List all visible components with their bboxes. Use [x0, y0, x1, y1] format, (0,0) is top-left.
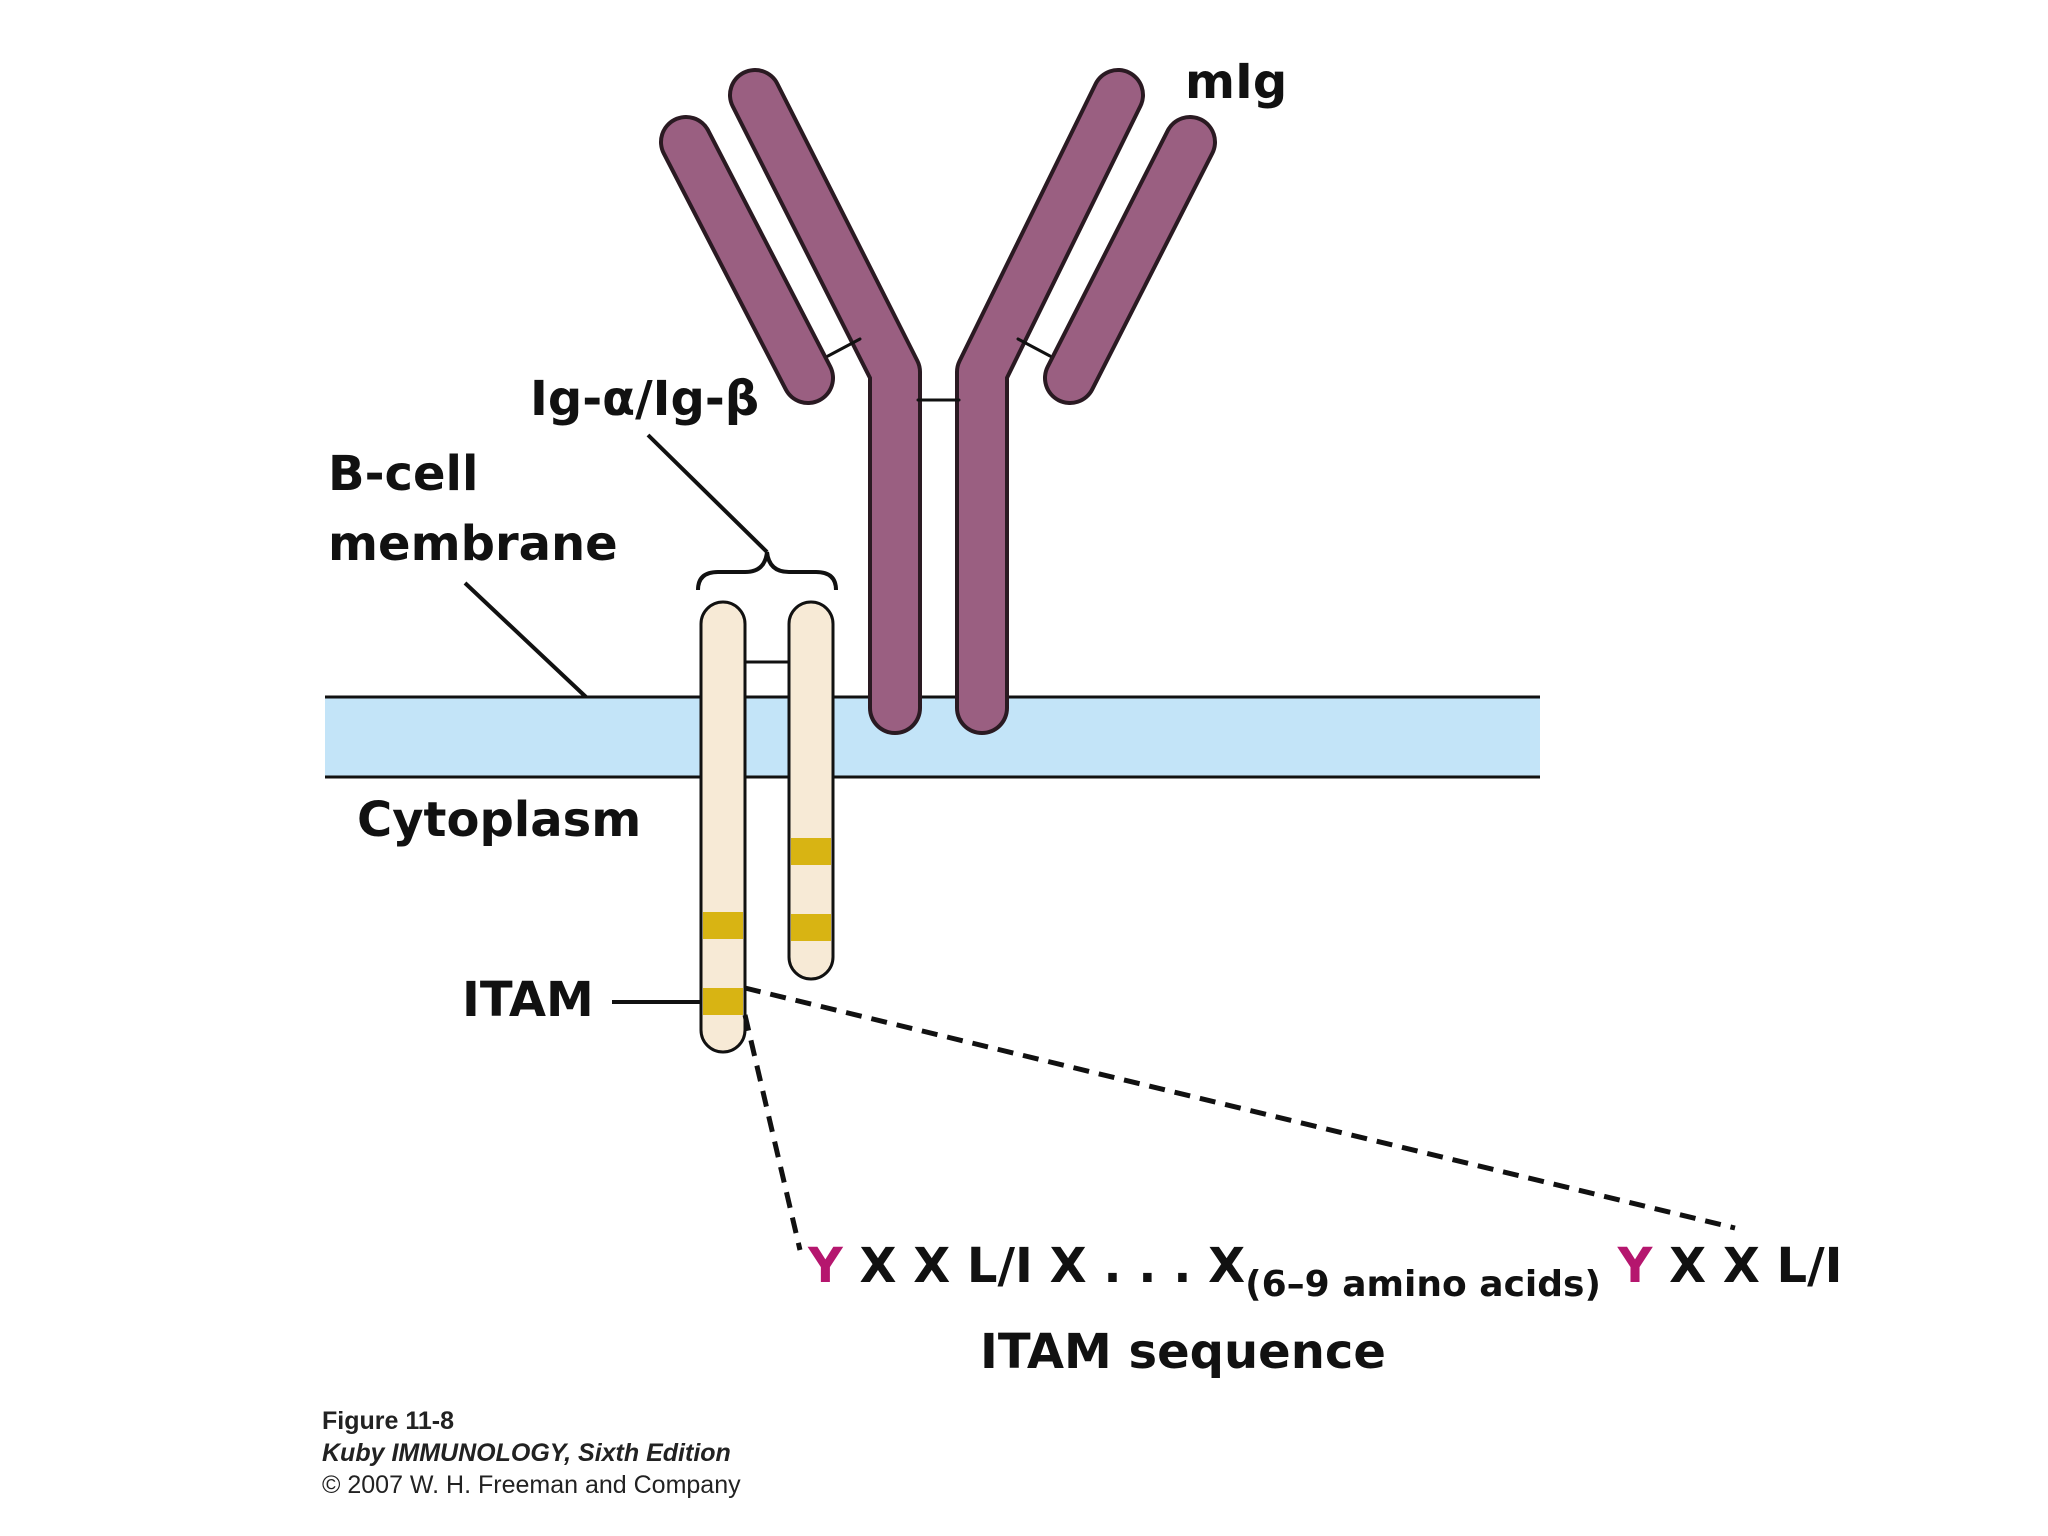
itam-sequence-title: ITAM sequence [980, 1324, 1386, 1380]
bcell-membrane-label-line1: B-cell [328, 446, 478, 502]
mig-label: mIg [1185, 54, 1287, 110]
tyrosine-2: Y [1601, 1238, 1654, 1294]
itam-label: ITAM [462, 972, 594, 1028]
itam-zoom-lines [742, 985, 1736, 1251]
tyrosine-1: Y [807, 1238, 844, 1294]
membrane-immunoglobulin [659, 68, 1217, 735]
bcell-membrane-label-line2: membrane [328, 516, 618, 572]
itam-band [791, 838, 831, 865]
book-title: Kuby IMMUNOLOGY, Sixth Edition [322, 1439, 731, 1467]
ig-beta-chain [787, 600, 835, 981]
itam-sequence: Y X X L/I X . . . X(6–9 amino acids) Y X… [807, 1238, 1843, 1305]
copyright: © 2007 W. H. Freeman and Company [322, 1471, 741, 1499]
sequence-part-2: X X L/I [1652, 1238, 1842, 1294]
cytoplasm-label: Cytoplasm [357, 792, 641, 848]
ig-alpha-beta-pointer [646, 433, 769, 554]
figure-number: Figure 11-8 [322, 1407, 454, 1435]
ig-alpha-beta-label: Ig-α/Ig-β [530, 371, 759, 427]
spacer-length: (6–9 amino acids) [1245, 1264, 1601, 1305]
sequence-part-1: X X L/I X . . . X [843, 1238, 1245, 1294]
membrane-pointer [463, 581, 588, 699]
ig-alpha-beta-brace [696, 551, 838, 591]
itam-band [703, 912, 743, 939]
cell-membrane [325, 695, 1540, 779]
itam-band [791, 914, 831, 941]
itam-band [703, 988, 743, 1015]
ig-alpha-chain [699, 600, 747, 1054]
